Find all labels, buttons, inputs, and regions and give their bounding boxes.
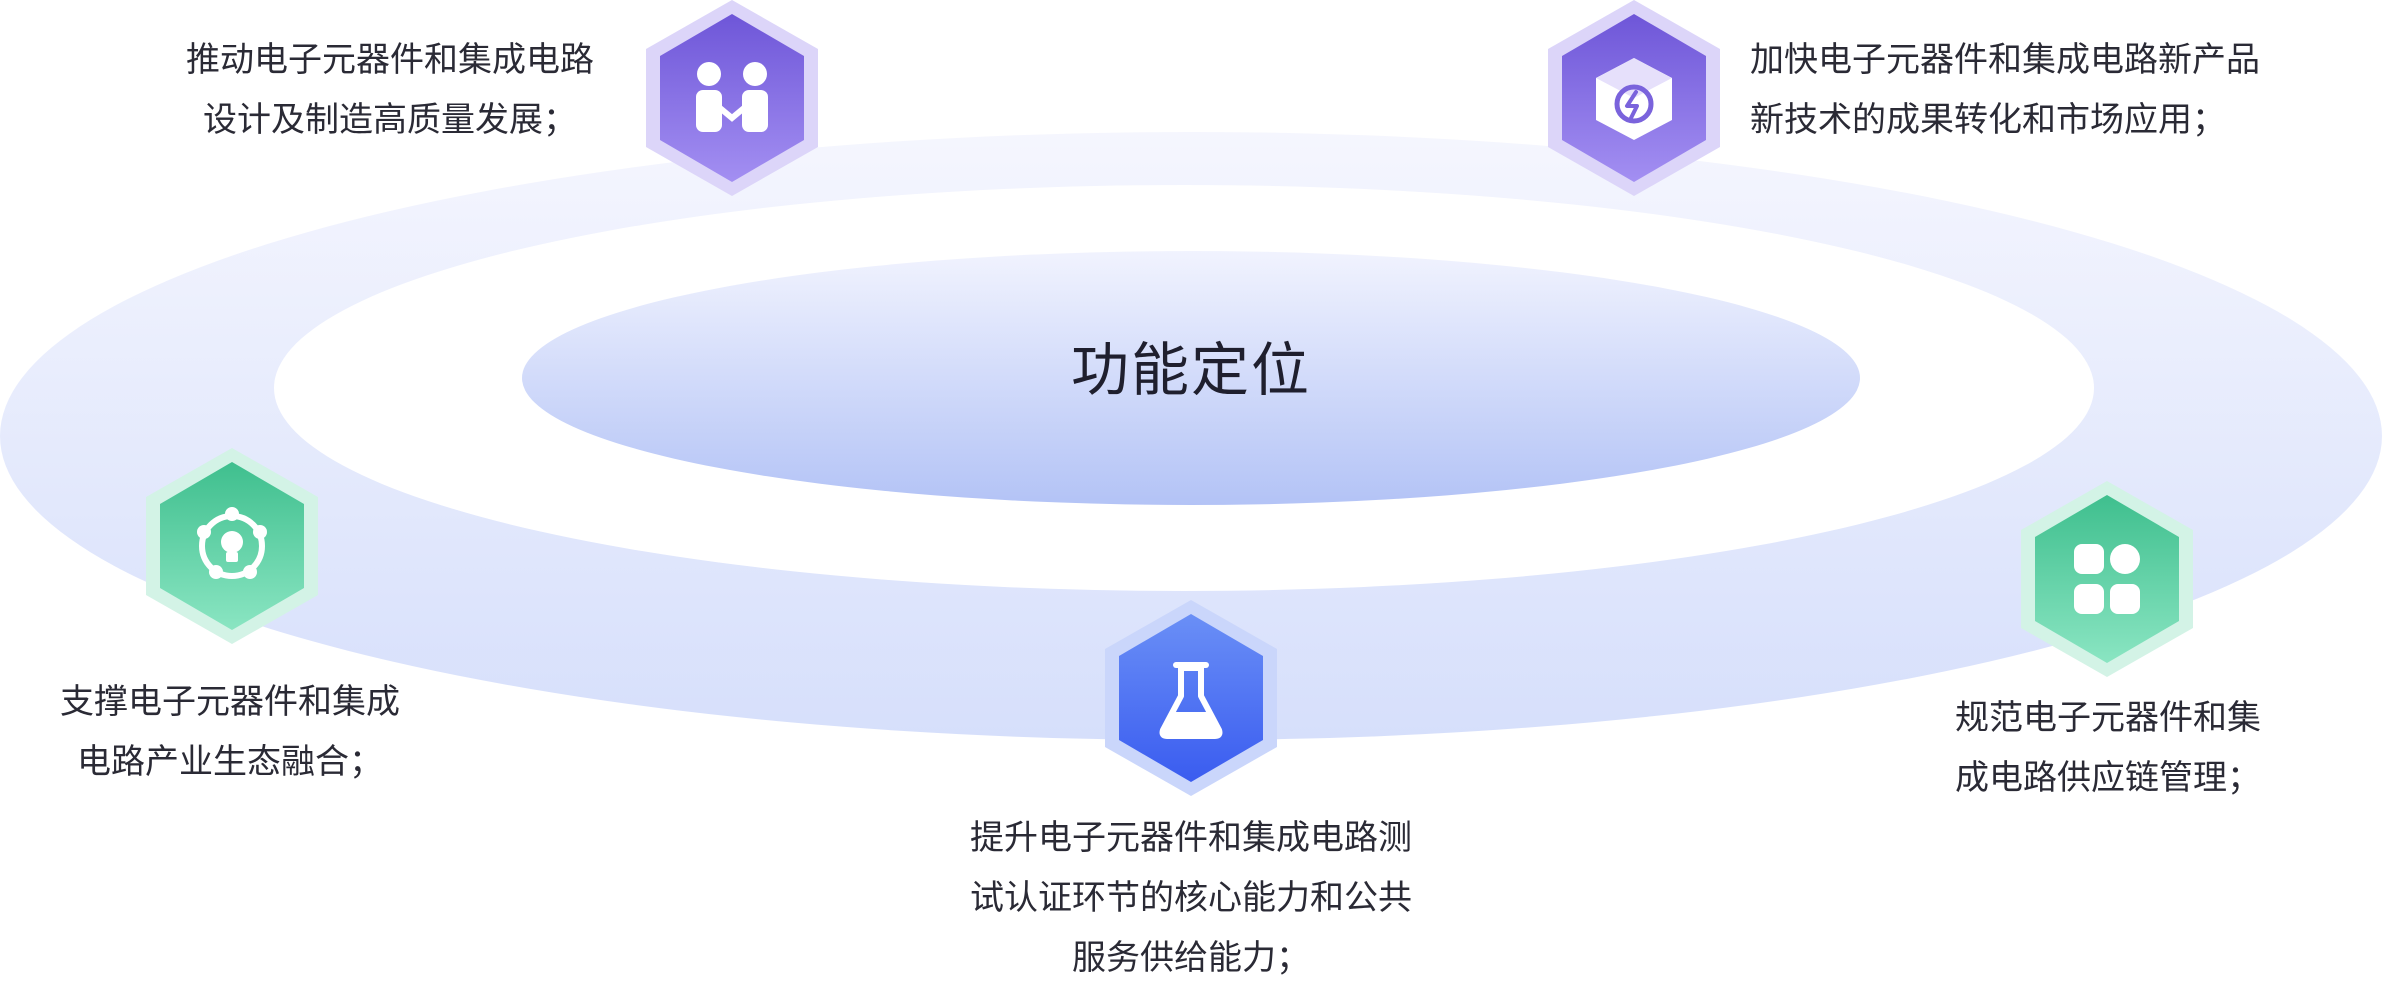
inner-ellipse: [522, 251, 1860, 505]
caption-line: 新技术的成果转化和市场应用；: [1750, 100, 2226, 140]
caption-line: 试认证环节的核心能力和公共: [970, 878, 1412, 918]
node-commercialization: [1548, 0, 1720, 196]
flask-icon: [1159, 662, 1223, 739]
hexagon-badge: [1105, 600, 1277, 796]
caption-line: 成电路供应链管理；: [1955, 758, 2261, 798]
caption-design-manufacturing: 推动电子元器件和集成电路 设计及制造高质量发展；: [170, 30, 610, 150]
node-supply-chain: [2021, 481, 2193, 677]
caption-line: 设计及制造高质量发展；: [203, 100, 577, 140]
center-title: 功能定位: [1070, 336, 1311, 404]
product-refresh-box-icon: [1596, 58, 1672, 140]
caption-ecosystem: 支撑电子元器件和集成 电路产业生态融合；: [30, 672, 430, 792]
caption-line: 加快电子元器件和集成电路新产品: [1750, 40, 2260, 80]
hexagon-badge: [2021, 481, 2193, 677]
caption-testing-certification: 提升电子元器件和集成电路测 试认证环节的核心能力和公共 服务供给能力；: [891, 808, 1491, 988]
hexagon-badge: [646, 0, 818, 196]
handshake-people-icon: [696, 62, 768, 132]
caption-line: 支撑电子元器件和集成: [60, 682, 400, 722]
app-grid-icon: [2074, 544, 2140, 614]
caption-line: 提升电子元器件和集成电路测: [970, 818, 1412, 858]
caption-commercialization: 加快电子元器件和集成电路新产品 新技术的成果转化和市场应用；: [1750, 30, 2350, 150]
caption-line: 电路产业生态融合；: [77, 742, 383, 782]
caption-line: 推动电子元器件和集成电路: [186, 40, 594, 80]
caption-line: 规范电子元器件和集: [1955, 698, 2261, 738]
caption-line: 服务供给能力；: [1072, 938, 1310, 978]
lightbulb-network-icon: [197, 507, 267, 579]
node-ecosystem: [146, 448, 318, 644]
caption-supply-chain: 规范电子元器件和集 成电路供应链管理；: [1955, 688, 2355, 808]
node-testing-certification: [1105, 600, 1277, 796]
node-design-manufacturing: [646, 0, 818, 196]
